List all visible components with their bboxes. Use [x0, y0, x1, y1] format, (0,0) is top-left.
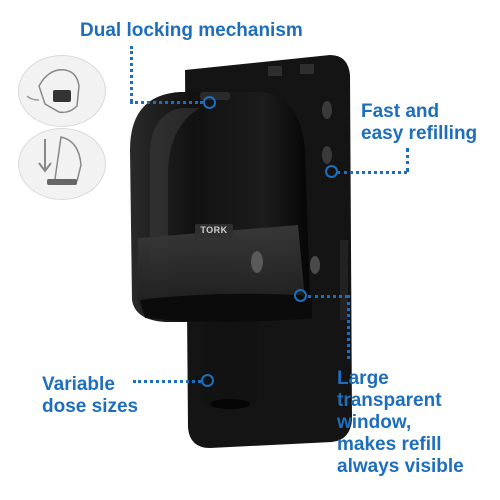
- dispenser-body: [130, 92, 320, 409]
- marker-dual-locking: [203, 96, 216, 109]
- callout-large-line3: window,: [337, 412, 412, 433]
- callout-large-line2: transparent: [337, 390, 442, 411]
- leader-fast-vertical: [406, 148, 409, 172]
- marker-variable-dose: [201, 374, 214, 387]
- hand-push-down-icon: [38, 136, 82, 185]
- callout-variable-dose: Variable dose sizes: [42, 374, 138, 418]
- callout-large-line1: Large: [337, 368, 389, 389]
- callout-fast-line1: Fast and: [361, 101, 440, 122]
- callout-fast-refilling: Fast and easy refilling: [361, 101, 477, 145]
- callout-dual-locking: Dual locking mechanism: [80, 20, 303, 42]
- callout-large-line5: always visible: [337, 456, 464, 477]
- marker-fast-refilling: [325, 165, 338, 178]
- hand-push-illustration: [18, 128, 106, 200]
- callout-dual-locking-text: Dual locking mechanism: [80, 20, 303, 41]
- leader-dual-horizontal: [130, 101, 203, 104]
- marker-large-window: [294, 289, 307, 302]
- brand-logo: TORK: [200, 225, 228, 235]
- leader-variable-horizontal: [133, 380, 201, 383]
- callout-fast-line2: easy refilling: [361, 123, 478, 144]
- hand-press-icon: [26, 69, 80, 114]
- leader-dual-vertical: [130, 46, 133, 102]
- leader-large-vertical: [347, 295, 350, 359]
- callout-large-window: Large transparent window, makes refill a…: [337, 368, 464, 478]
- callout-variable-line1: Variable: [42, 374, 115, 395]
- hand-press-illustration: [18, 55, 106, 127]
- callout-large-line4: makes refill: [337, 434, 442, 455]
- callout-variable-line2: dose sizes: [42, 396, 139, 417]
- leader-large-horizontal: [308, 295, 348, 298]
- leader-fast-horizontal: [337, 171, 407, 174]
